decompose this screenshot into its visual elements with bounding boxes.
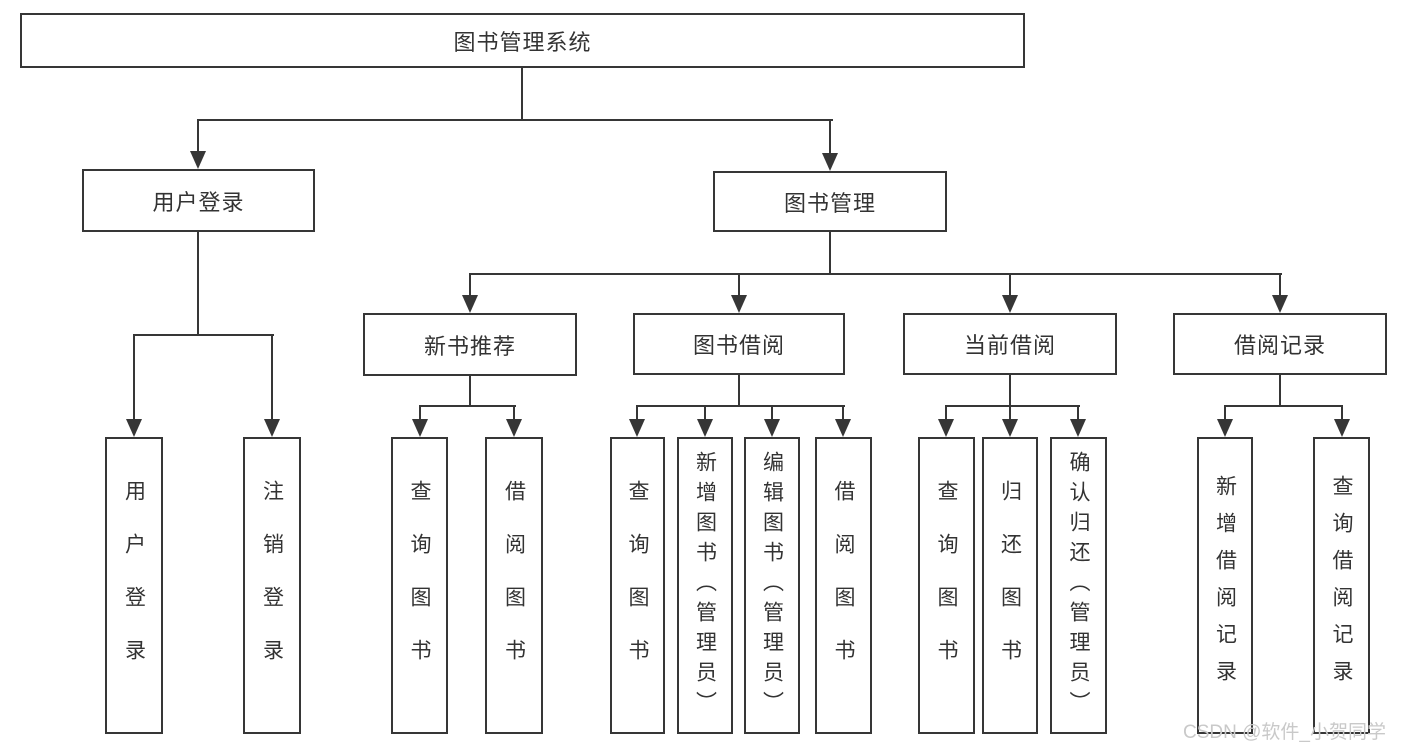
node-book-management: 图书管理: [713, 171, 947, 232]
leaf-confirm-return-admin-label: 确认归还（管理员）: [1067, 450, 1090, 721]
connector-line: [133, 334, 135, 419]
connector-line: [1009, 273, 1011, 295]
leaf-query-borrowing-record-label: 查询借阅记录: [1330, 474, 1353, 697]
arrowhead-down-icon: [629, 419, 645, 437]
arrowhead-down-icon: [764, 419, 780, 437]
leaf-add-borrowing-record-label: 新增借阅记录: [1213, 474, 1237, 697]
arrowhead-down-icon: [822, 153, 838, 171]
arrowhead-down-icon: [1272, 295, 1288, 313]
leaf-logout: 注销登录: [243, 437, 301, 734]
leaf-edit-books-admin: 编辑图书（管理员）: [744, 437, 800, 734]
connector-line: [469, 273, 1282, 275]
connector-line: [842, 405, 844, 419]
leaf-add-borrowing-record: 新增借阅记录: [1197, 437, 1253, 734]
leaf-confirm-return-admin: 确认归还（管理员）: [1050, 437, 1107, 734]
connector-line: [704, 405, 706, 419]
node-current-borrowing-label: 当前借阅: [963, 333, 1056, 358]
connector-line: [513, 405, 515, 419]
connector-line: [197, 119, 199, 151]
arrowhead-down-icon: [190, 151, 206, 169]
connector-line: [1009, 375, 1011, 405]
connector-line: [1341, 405, 1343, 419]
connector-line: [738, 273, 740, 295]
leaf-user-login: 用户登录: [105, 437, 163, 734]
leaf-query-books-recommend-label: 查询图书: [408, 479, 431, 692]
connector-line: [469, 273, 471, 295]
arrowhead-down-icon: [1070, 419, 1086, 437]
node-book-borrowing: 图书借阅: [633, 313, 845, 375]
node-borrowing-records-label: 借阅记录: [1233, 333, 1326, 358]
leaf-borrow-books-recommend-label: 借阅图书: [502, 479, 526, 692]
leaf-query-books-recommend: 查询图书: [391, 437, 448, 734]
leaf-add-books-admin: 新增图书（管理员）: [677, 437, 733, 734]
arrowhead-down-icon: [126, 419, 142, 437]
connector-line: [419, 405, 421, 419]
arrowhead-down-icon: [835, 419, 851, 437]
arrowhead-down-icon: [938, 419, 954, 437]
connector-line: [197, 232, 199, 334]
leaf-edit-books-admin-label: 编辑图书（管理员）: [760, 450, 784, 721]
connector-line: [469, 376, 471, 405]
connector-line: [419, 405, 516, 407]
connector-line: [1224, 405, 1226, 419]
arrowhead-down-icon: [1002, 295, 1018, 313]
connector-line: [1009, 405, 1011, 419]
leaf-add-books-admin-label: 新增图书（管理员）: [693, 450, 717, 721]
leaf-query-books-borrowing-label: 查询图书: [626, 479, 649, 692]
leaf-query-borrowing-record: 查询借阅记录: [1313, 437, 1370, 734]
arrowhead-down-icon: [1002, 419, 1018, 437]
node-current-borrowing: 当前借阅: [903, 313, 1117, 375]
leaf-return-books-label: 归还图书: [998, 479, 1022, 692]
node-system-root-label: 图书管理系统: [453, 29, 592, 55]
connector-line: [945, 405, 1080, 407]
arrowhead-down-icon: [731, 295, 747, 313]
connector-line: [1077, 405, 1079, 419]
leaf-query-books-current: 查询图书: [918, 437, 975, 734]
node-book-borrowing-label: 图书借阅: [692, 333, 785, 358]
connector-line: [945, 405, 947, 419]
connector-line: [1224, 405, 1343, 407]
connector-line: [271, 334, 273, 419]
arrowhead-down-icon: [412, 419, 428, 437]
connector-line: [636, 405, 638, 419]
node-user-login-label: 用户登录: [152, 189, 245, 215]
leaf-query-books-current-label: 查询图书: [935, 479, 958, 692]
arrowhead-down-icon: [462, 295, 478, 313]
node-new-book-recommend: 新书推荐: [363, 313, 577, 376]
leaf-return-books: 归还图书: [982, 437, 1038, 734]
node-user-login: 用户登录: [82, 169, 315, 232]
leaf-logout-label: 注销登录: [260, 479, 284, 692]
connector-line: [738, 375, 740, 405]
leaf-borrow-books-borrowing: 借阅图书: [815, 437, 872, 734]
leaf-query-books-borrowing: 查询图书: [610, 437, 665, 734]
connector-line: [1279, 375, 1281, 405]
node-system-root: 图书管理系统: [20, 13, 1025, 68]
connector-line: [133, 334, 274, 336]
node-book-management-label: 图书管理: [783, 190, 876, 216]
node-new-book-recommend-label: 新书推荐: [423, 333, 516, 359]
connector-line: [197, 119, 833, 121]
arrowhead-down-icon: [506, 419, 522, 437]
watermark: CSDN @软件_小贺同学: [1183, 722, 1386, 743]
arrowhead-down-icon: [264, 419, 280, 437]
connector-line: [829, 232, 831, 273]
arrowhead-down-icon: [697, 419, 713, 437]
arrowhead-down-icon: [1217, 419, 1233, 437]
leaf-borrow-books-recommend: 借阅图书: [485, 437, 543, 734]
connector-line: [521, 67, 523, 119]
arrowhead-down-icon: [1334, 419, 1350, 437]
connector-line: [1279, 273, 1281, 295]
connector-line: [829, 119, 831, 153]
connector-line: [636, 405, 845, 407]
connector-line: [771, 405, 773, 419]
leaf-borrow-books-borrowing-label: 借阅图书: [832, 479, 855, 692]
node-borrowing-records: 借阅记录: [1173, 313, 1387, 375]
leaf-user-login-label: 用户登录: [122, 479, 146, 692]
